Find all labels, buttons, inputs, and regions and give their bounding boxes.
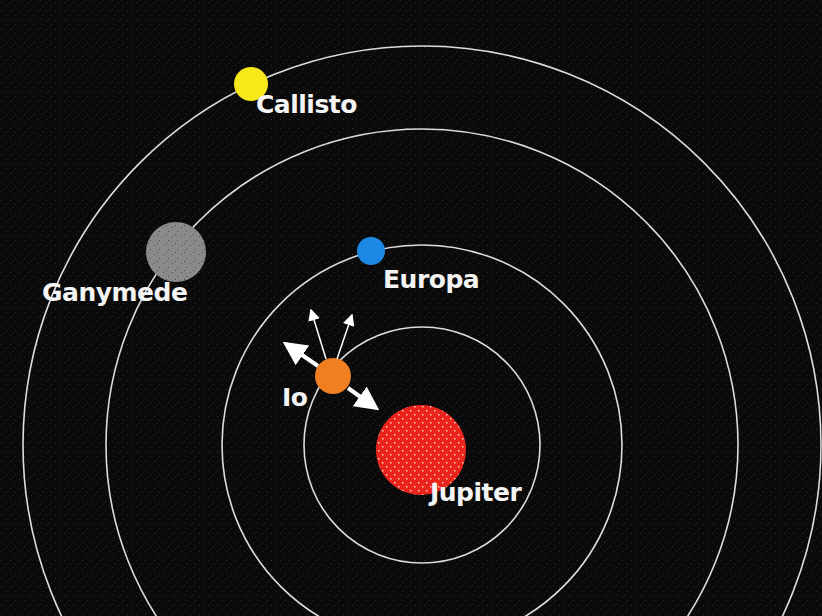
force-arrow [286,344,318,366]
moon-name: Callisto [256,91,357,119]
callisto-orbit [23,46,821,616]
force-arrow [348,388,376,408]
io-orbit [304,327,540,563]
ganymede-orbit [106,129,738,616]
force-arrow [311,310,326,359]
ganymede-texture [146,222,206,282]
moon-name: Ganymede [42,279,187,307]
io-moon [315,358,351,394]
moon-name: Europa [383,266,479,294]
europa-moon [357,237,385,265]
moon-name: Io [282,384,307,412]
europa-orbit [222,245,622,616]
planet-name: Jupiter [430,479,521,507]
ganymede-moon [146,222,206,282]
force-arrow [337,315,352,359]
